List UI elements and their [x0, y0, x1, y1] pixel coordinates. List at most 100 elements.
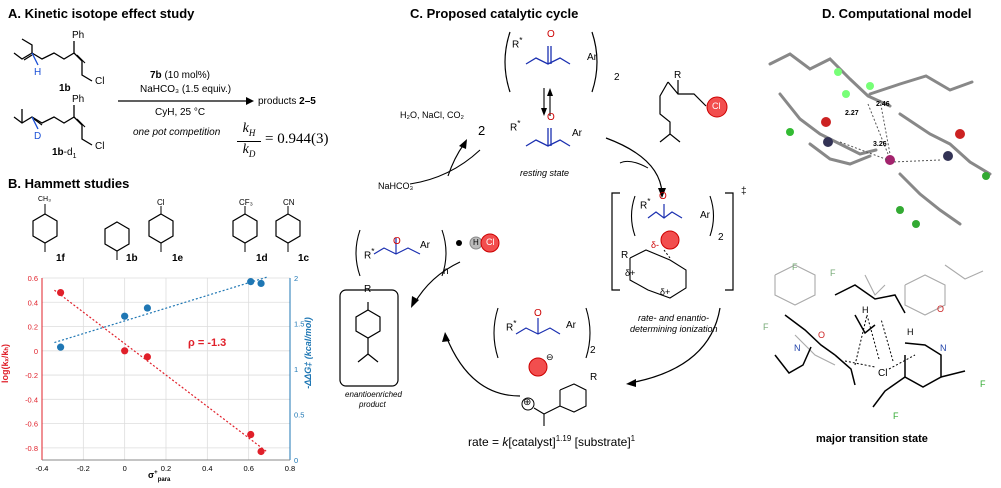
substituent-1b-label: 1b: [126, 253, 138, 264]
y-tick-label-left: -0.2: [25, 371, 38, 380]
model-f-5: F: [893, 411, 899, 421]
nahco3-label: NaHCO₃: [378, 181, 414, 191]
y-tick-label-right: 2: [294, 274, 298, 283]
data-point-series-1: [257, 279, 265, 288]
ion-cation-charge: ⊕: [523, 397, 532, 408]
model-f-3: F: [763, 322, 769, 332]
byproducts-label: H₂O, NaCl, CO₂: [400, 110, 464, 120]
rate-law: rate = k[catalyst]1.19 [substrate]1: [468, 434, 636, 449]
model-f-1: F: [792, 262, 798, 272]
hcl-h: H: [473, 238, 479, 247]
ts-caption-2: determining ionization: [630, 324, 718, 334]
y-tick-label-right: 1: [294, 365, 298, 374]
x-tick-label: -0.2: [77, 464, 90, 473]
ts-delta-plus-1: δ+: [625, 268, 636, 278]
data-point-series-1: [247, 278, 255, 286]
compound-1b-d1-label: 1b-d1: [52, 147, 76, 160]
reagent-base: NaHCO₃ (1.5 equiv.): [140, 84, 232, 95]
products-prefix: products: [258, 96, 300, 107]
rho-annotation: ρ = -1.3: [188, 337, 227, 349]
hydrogen-label: H: [34, 67, 42, 78]
major-ts-caption: major transition state: [816, 433, 928, 445]
data-point-series-0: [257, 447, 265, 456]
y-tick-label-left: -0.8: [25, 444, 38, 453]
product-caption-1: enantioenriched: [345, 390, 402, 399]
oligomer-ar: Ar: [420, 240, 430, 251]
substituent-1d-label: 1d: [256, 253, 268, 264]
model-o-1: O: [818, 330, 826, 340]
model-h-2: H: [907, 327, 914, 337]
x-axis-label-sub: para: [157, 476, 171, 483]
compound-1b-d1-dash: -d: [63, 147, 73, 158]
products-range: 2–5: [299, 96, 316, 107]
compound-1b-d1-num: 1: [72, 153, 77, 160]
catalyst-o-top: O: [547, 29, 555, 40]
substituent-1e-group: Cl: [157, 198, 165, 207]
substituent-1c-group: CN: [283, 198, 295, 207]
kie-fraction: kH kD: [237, 121, 261, 162]
resting-state-caption: resting state: [520, 168, 570, 178]
ts-catalyst-r: R*: [640, 196, 651, 212]
panel-a-reaction-arrow: [118, 97, 254, 105]
x-tick-label: 0.2: [161, 464, 171, 473]
panel-a-structures: [13, 38, 93, 146]
panel-b-heading: B. Hammett studies: [8, 176, 130, 191]
panel-d-heading: D. Computational model: [822, 6, 972, 21]
catalyst-ar-top: Ar: [587, 52, 597, 63]
major-ts-drawing: [774, 264, 984, 408]
model-o-2: O: [937, 304, 945, 314]
data-point-series-1: [143, 304, 151, 312]
resting-r: R*: [510, 118, 521, 134]
data-point-series-1: [57, 343, 65, 351]
ion-o: O: [534, 308, 542, 319]
kie-denominator: kD: [242, 141, 256, 159]
deuterium-label: D: [34, 131, 42, 142]
y-tick-label-left: 0.4: [28, 298, 38, 307]
ts-dagger: ‡: [741, 186, 747, 197]
hcl-cl: Cl: [486, 237, 495, 247]
oligomer-o: O: [393, 236, 401, 247]
y-tick-label-right: 0.5: [294, 411, 304, 420]
x-axis-label-main: σ: [148, 470, 155, 480]
x-tick-label: 0.6: [243, 464, 253, 473]
model-f-2: F: [830, 268, 836, 278]
distance-label-2: 2.46: [876, 101, 890, 108]
reagent-catalyst-loading: (10 mol%): [161, 70, 211, 81]
oligomer-subscript: n: [443, 266, 449, 277]
ts-caption-1: rate- and enantio-: [638, 313, 710, 323]
data-point-series-0: [57, 288, 65, 297]
kie-value: = 0.944(3): [265, 131, 329, 147]
data-point-series-0: [143, 353, 151, 361]
y-tick-label-left: -0.6: [25, 420, 38, 429]
y-axis-label-left: log(kₓ/kₕ): [0, 344, 10, 383]
panel-a-heading: A. Kinetic isotope effect study: [8, 6, 195, 21]
substituent-1d-group: CF₃: [239, 198, 253, 207]
oligomer-r: R*: [364, 246, 375, 262]
data-point-series-0: [247, 430, 255, 439]
ts-subscript: 2: [718, 232, 724, 243]
catalytic-cycle-graphics: [339, 31, 734, 426]
resting-ar: Ar: [572, 128, 582, 139]
data-point-series-0: [121, 347, 129, 355]
x-tick-label: 0: [123, 464, 127, 473]
ts-ar: Ar: [700, 210, 710, 221]
y-tick-label-right: 0: [294, 456, 298, 465]
substrate-cl: Cl: [712, 101, 721, 111]
distance-label-1: 2.27: [845, 110, 859, 117]
x-tick-label: 0.8: [285, 464, 295, 473]
y-tick-label-left: -0.4: [25, 395, 38, 404]
ts-r: R: [621, 250, 629, 261]
ion-catalyst-r: R*: [506, 318, 517, 334]
products-label: products 2–5: [258, 96, 316, 107]
reagent-solvent: CyH, 25 °C: [155, 107, 206, 118]
compound-1b-label: 1b: [59, 83, 71, 94]
compound-1b-d1-base: 1b: [52, 147, 64, 158]
trendline-series-1: [54, 276, 268, 344]
substituent-1e-label: 1e: [172, 253, 184, 264]
kie-numerator: kH: [237, 121, 261, 142]
product-r: R: [364, 284, 372, 295]
ts-delta-plus-2: δ+: [660, 287, 671, 297]
x-tick-label: -0.4: [36, 464, 49, 473]
substituent-1f-group: CH₃: [38, 196, 51, 203]
